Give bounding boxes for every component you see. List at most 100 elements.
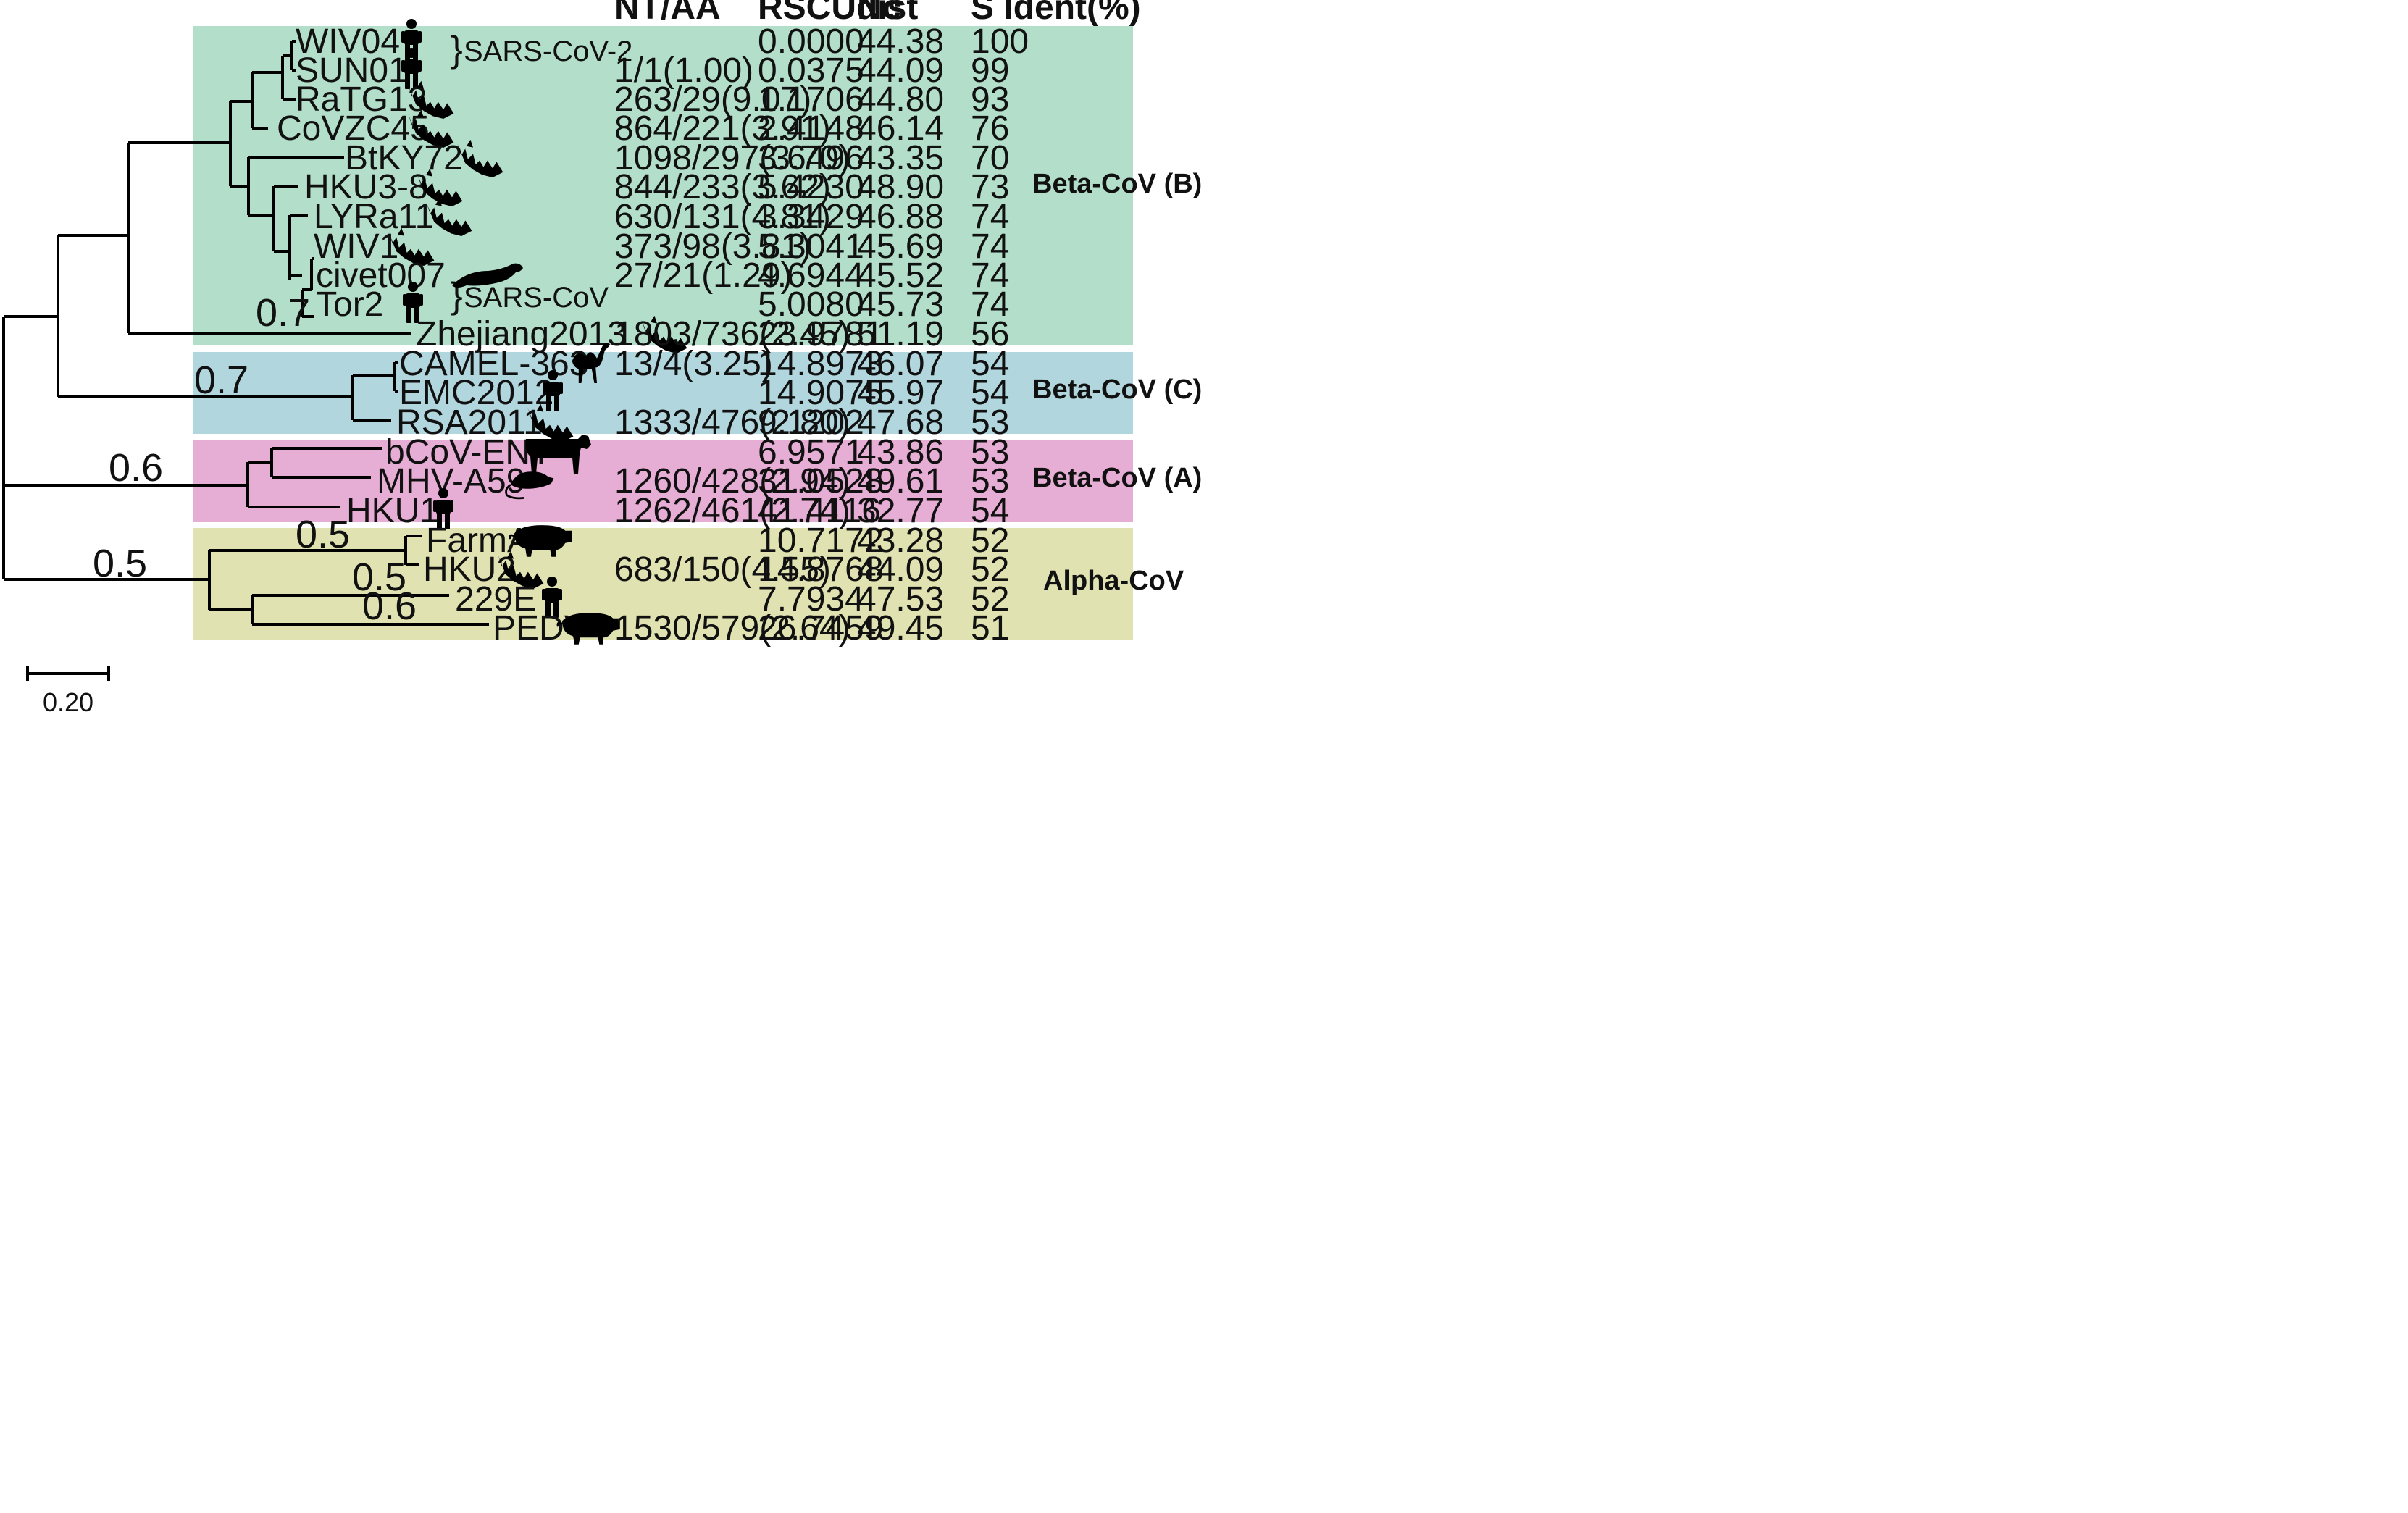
taxon-label: Zhejiang2013 bbox=[416, 315, 627, 353]
bootstrap-label: 0.7 bbox=[256, 291, 310, 335]
cell-s-ident: 54 bbox=[971, 345, 1009, 383]
bootstrap-label: 0.6 bbox=[362, 584, 417, 628]
cell-nt-aa: 864/221(3.91) bbox=[614, 109, 831, 148]
scale-bar: 0.20 bbox=[26, 666, 110, 717]
cell-s-ident: 53 bbox=[971, 462, 1009, 500]
cell-nc: 46.07 bbox=[857, 345, 944, 383]
bootstrap-label: 0.5 bbox=[296, 513, 350, 556]
cell-nc: 45.69 bbox=[857, 227, 944, 266]
cell-rscudist: 41.4116 bbox=[758, 492, 881, 530]
taxon-label: FarmA bbox=[426, 521, 530, 560]
cell-nc: 45.52 bbox=[857, 256, 944, 295]
cell-s-ident: 74 bbox=[971, 227, 1009, 266]
cell-nt-aa: 1530/579(2.64) bbox=[614, 609, 850, 647]
cell-s-ident: 74 bbox=[971, 198, 1009, 236]
cell-s-ident: 51 bbox=[971, 609, 1009, 647]
bootstrap-label: 0.7 bbox=[194, 359, 248, 402]
cell-nc: 44.09 bbox=[857, 550, 944, 589]
cell-rscudist: 7.7934 bbox=[758, 580, 864, 619]
taxon-label: RSA2011 bbox=[396, 403, 543, 442]
cell-nt-aa: 1260/428(2.94) bbox=[614, 462, 850, 500]
cell-rscudist: 6.9571 bbox=[758, 433, 864, 471]
brace-sars-cov-2: } bbox=[451, 29, 463, 70]
cell-nc: 46.14 bbox=[857, 109, 944, 148]
group-label-beta-cov-a: Beta-CoV (A) bbox=[1032, 463, 1202, 493]
branch-zhejiang2013 bbox=[127, 141, 411, 335]
cell-rscudist: 14.8768 bbox=[758, 550, 884, 589]
cell-nc: 47.53 bbox=[857, 580, 944, 619]
cell-s-ident: 53 bbox=[971, 403, 1009, 442]
cell-rscudist: 0.0000 bbox=[758, 22, 864, 61]
cell-rscudist: 9.1202 bbox=[758, 403, 864, 442]
taxon-label: MHV-A59 bbox=[377, 462, 525, 500]
band-beta-cov-b bbox=[193, 26, 1133, 345]
cell-s-ident: 70 bbox=[971, 139, 1009, 177]
cell-s-ident: 52 bbox=[971, 580, 1009, 619]
branch-ratg13 bbox=[281, 54, 296, 101]
cell-nc: 45.97 bbox=[857, 374, 944, 412]
bootstrap-label: 0.5 bbox=[352, 556, 406, 599]
taxon-label: EMC2012 bbox=[399, 374, 553, 412]
cell-nc: 43.86 bbox=[857, 433, 944, 471]
group-label-beta-cov-b: Beta-CoV (B) bbox=[1032, 169, 1202, 199]
cell-s-ident: 93 bbox=[971, 80, 1009, 119]
cell-rscudist: 26.7459 bbox=[758, 609, 884, 647]
taxon-label: 229E bbox=[455, 580, 536, 619]
cell-nt-aa: 263/29(9.07) bbox=[614, 80, 811, 119]
taxon-label: bCoV-ENT bbox=[385, 433, 551, 471]
cell-nc: 44.38 bbox=[857, 22, 944, 61]
taxon-label: WIV1 bbox=[314, 227, 398, 266]
cell-rscudist: 1.1706 bbox=[758, 80, 864, 119]
cell-s-ident: 76 bbox=[971, 109, 1009, 148]
cell-rscudist: 3.6496 bbox=[758, 139, 864, 177]
cell-nt-aa: 1333/476(2.80) bbox=[614, 403, 850, 442]
cell-nt-aa: 13/4(3.25) bbox=[614, 345, 773, 383]
taxon-label: BtKY72 bbox=[345, 139, 463, 177]
cell-nc: 32.77 bbox=[857, 492, 944, 530]
column-header-s-ident: S Ident(%) bbox=[971, 0, 1141, 27]
cell-nt-aa: 844/233(3.62) bbox=[614, 168, 831, 206]
cell-nc: 47.68 bbox=[857, 403, 944, 442]
cell-nc: 46.88 bbox=[857, 198, 944, 236]
tree-branches bbox=[2, 40, 489, 626]
cell-nc: 51.19 bbox=[857, 315, 944, 353]
cell-s-ident: 54 bbox=[971, 374, 1009, 412]
cell-nt-aa: 1803/736(2.45) bbox=[614, 315, 850, 353]
taxon-label: HKU2 bbox=[423, 550, 516, 589]
cell-s-ident: 53 bbox=[971, 433, 1009, 471]
column-header-nc: Nc bbox=[857, 0, 901, 27]
cell-s-ident: 74 bbox=[971, 285, 1009, 324]
cell-nt-aa: 1098/297(3.70) bbox=[614, 139, 850, 177]
cell-nt-aa: 630/131(4.81) bbox=[614, 198, 831, 236]
virus-label-sars-cov: SARS-CoV bbox=[464, 282, 609, 314]
cell-nt-aa: 27/21(1.29) bbox=[614, 256, 793, 295]
taxon-label: HKU1 bbox=[346, 492, 439, 530]
cell-rscudist: 5.3041 bbox=[758, 227, 864, 266]
cell-rscudist: 0.0375 bbox=[758, 51, 864, 90]
cell-nc: 49.45 bbox=[857, 609, 944, 647]
taxon-label: RaTG13 bbox=[296, 80, 427, 119]
cell-s-ident: 74 bbox=[971, 256, 1009, 295]
taxon-label: SUN01 bbox=[296, 51, 408, 90]
branch-hku3 bbox=[272, 185, 298, 253]
cell-nc: 44.09 bbox=[857, 51, 944, 90]
band-beta-cov-c bbox=[193, 352, 1133, 434]
cell-nc: 43.28 bbox=[857, 521, 944, 560]
bootstrap-label: 0.5 bbox=[93, 542, 147, 585]
